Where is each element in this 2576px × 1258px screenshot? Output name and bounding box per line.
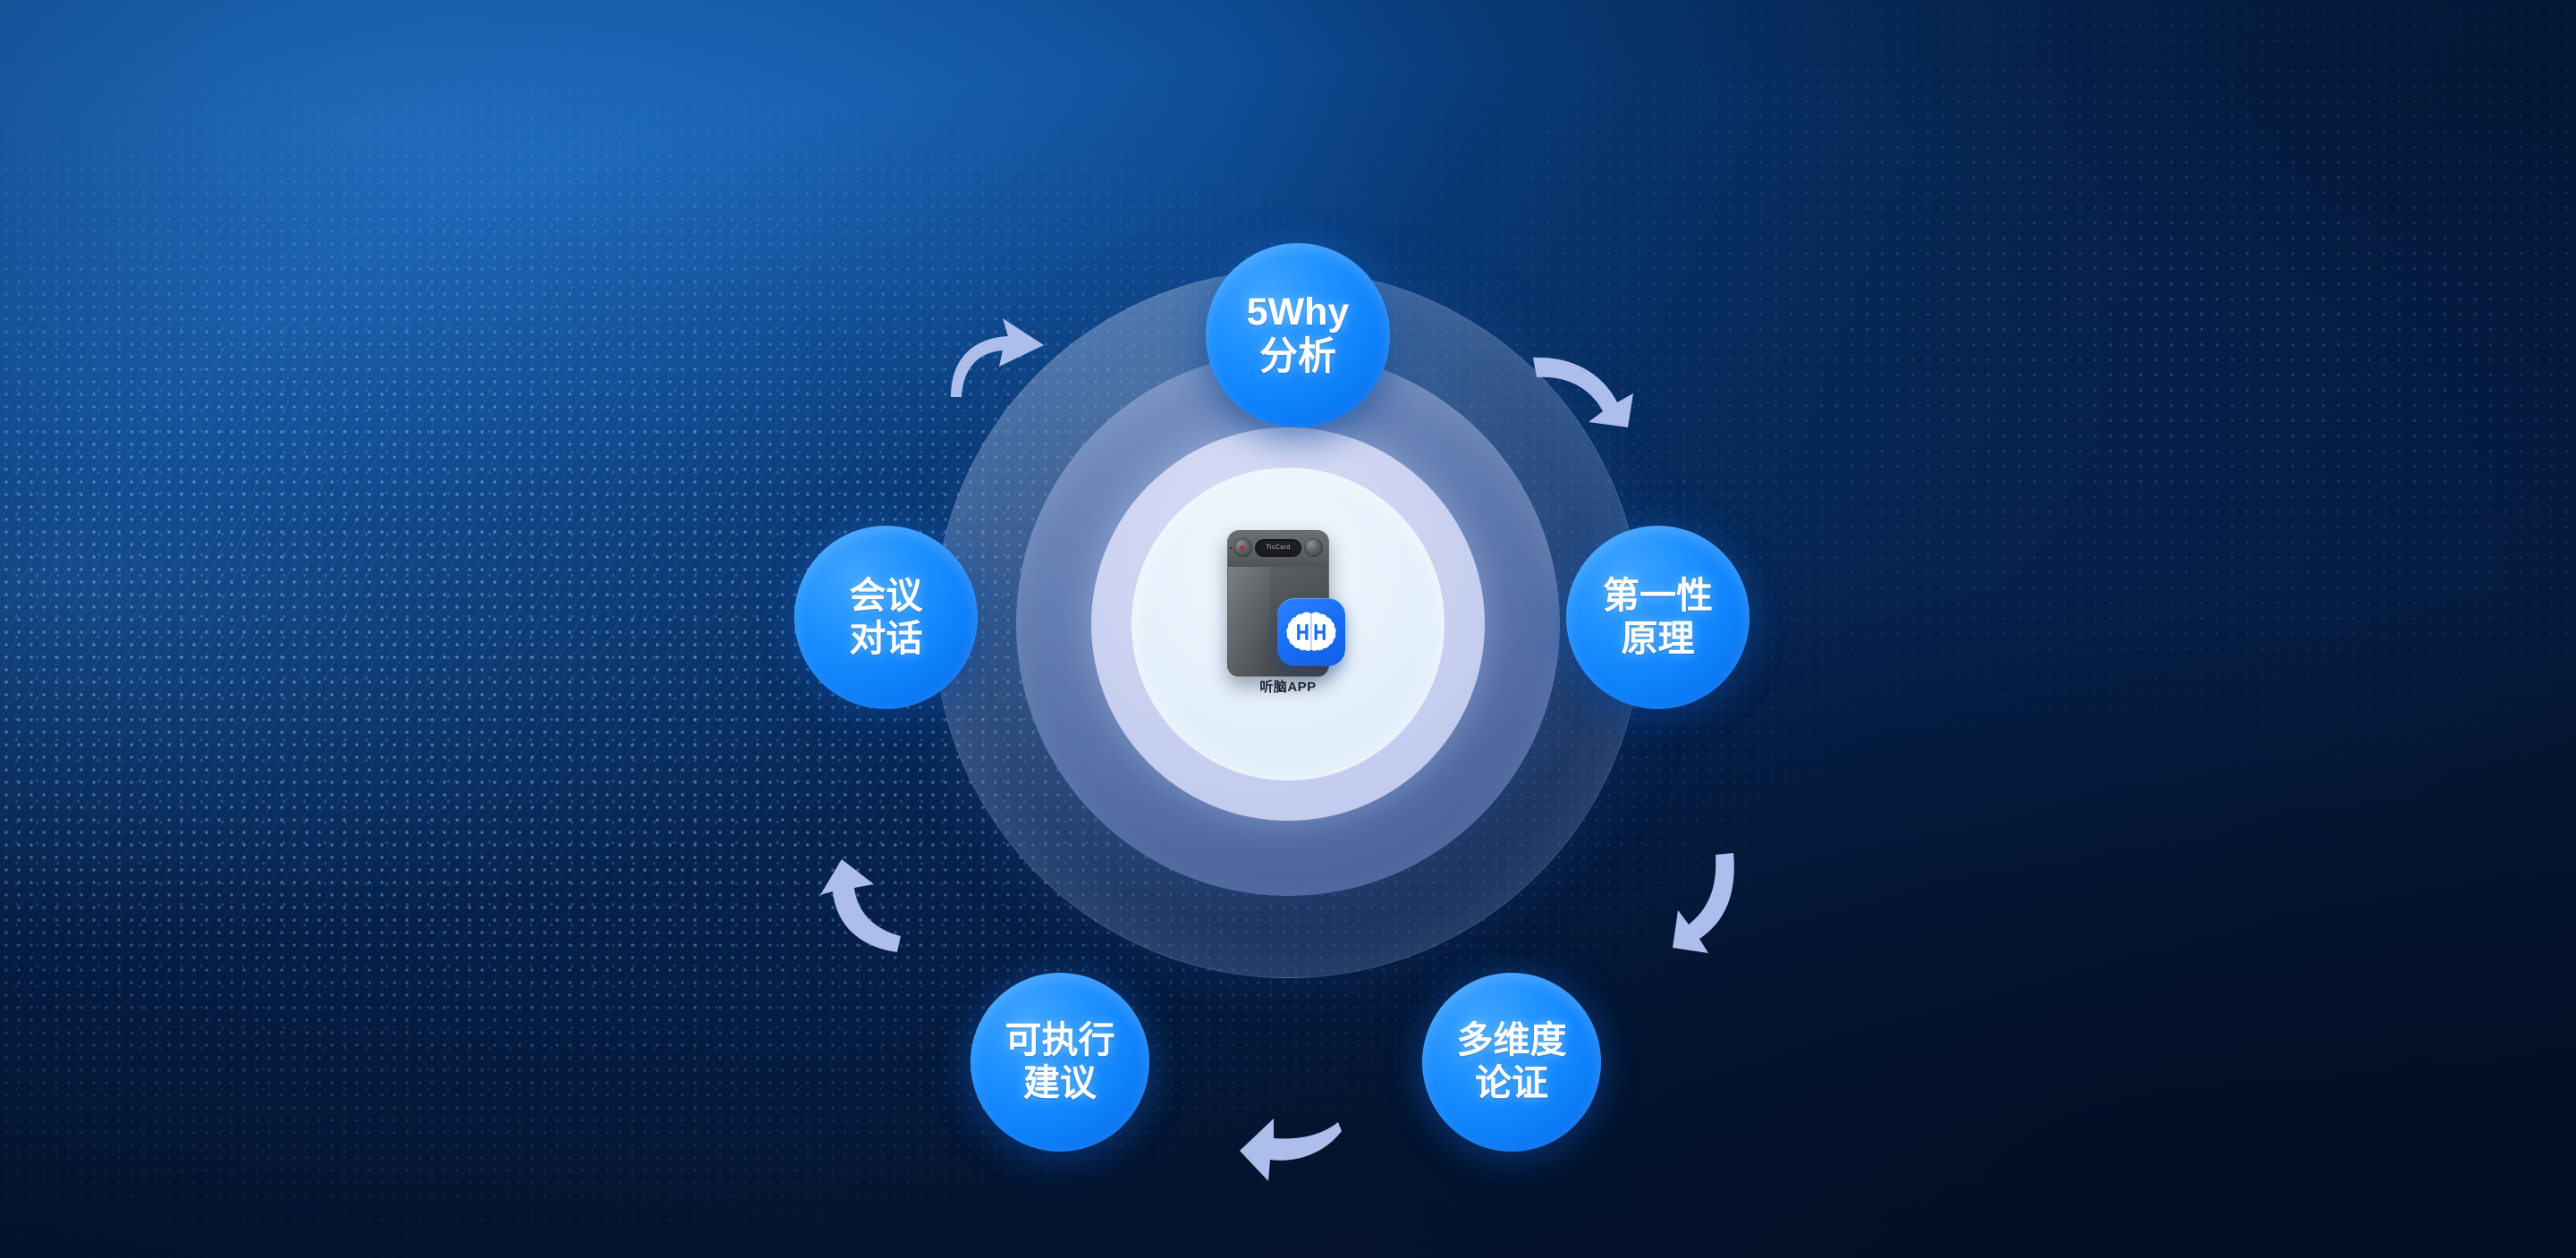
bubble-5why-line2: 分析 xyxy=(1259,335,1336,378)
device-brand-pill: TicCard xyxy=(1255,538,1301,557)
bubble-first-line2: 原理 xyxy=(1621,617,1695,659)
bubble-actionable-advice[interactable]: 可执行 建议 xyxy=(970,973,1149,1152)
arrow-up-left-icon xyxy=(818,854,904,961)
brain-waveform-icon[interactable] xyxy=(1277,597,1345,666)
arrow-left-icon xyxy=(1238,1111,1345,1186)
arrow-up-right-icon xyxy=(940,315,1047,401)
center-product-group: TicCard xyxy=(1181,511,1395,734)
bubble-actionable-line2: 建议 xyxy=(1023,1062,1097,1103)
bubble-multi-line1: 多维度 xyxy=(1456,1019,1567,1061)
bubble-first-line1: 第一性 xyxy=(1603,574,1713,616)
bubble-meeting-line1: 会议 xyxy=(849,574,923,616)
bubble-5why-analysis[interactable]: 5Why 分析 xyxy=(1206,243,1390,427)
bubble-meeting-dialogue[interactable]: 会议 对话 xyxy=(794,526,978,709)
device-indicator-left xyxy=(1233,537,1252,557)
device-top-panel: TicCard xyxy=(1228,530,1328,568)
bubble-first-principles[interactable]: 第一性 原理 xyxy=(1566,526,1750,709)
bubble-multi-line2: 论证 xyxy=(1475,1062,1548,1103)
device-brand-label: TicCard xyxy=(1266,545,1291,551)
device-microphone-hole xyxy=(1230,546,1232,549)
app-name-label: 听脑APP xyxy=(1259,679,1317,695)
bubble-actionable-line1: 可执行 xyxy=(1004,1019,1115,1061)
bubble-5why-line1: 5Why xyxy=(1246,291,1350,334)
bubble-meeting-line2: 对话 xyxy=(849,617,923,659)
device-indicator-right xyxy=(1304,537,1323,557)
arrow-down-right-icon xyxy=(1530,342,1637,427)
bubble-multidimensional-argument[interactable]: 多维度 论证 xyxy=(1422,973,1601,1152)
device-sheen xyxy=(1228,566,1271,676)
arrow-down-left-icon xyxy=(1667,849,1753,957)
device-record-led xyxy=(1240,545,1245,551)
